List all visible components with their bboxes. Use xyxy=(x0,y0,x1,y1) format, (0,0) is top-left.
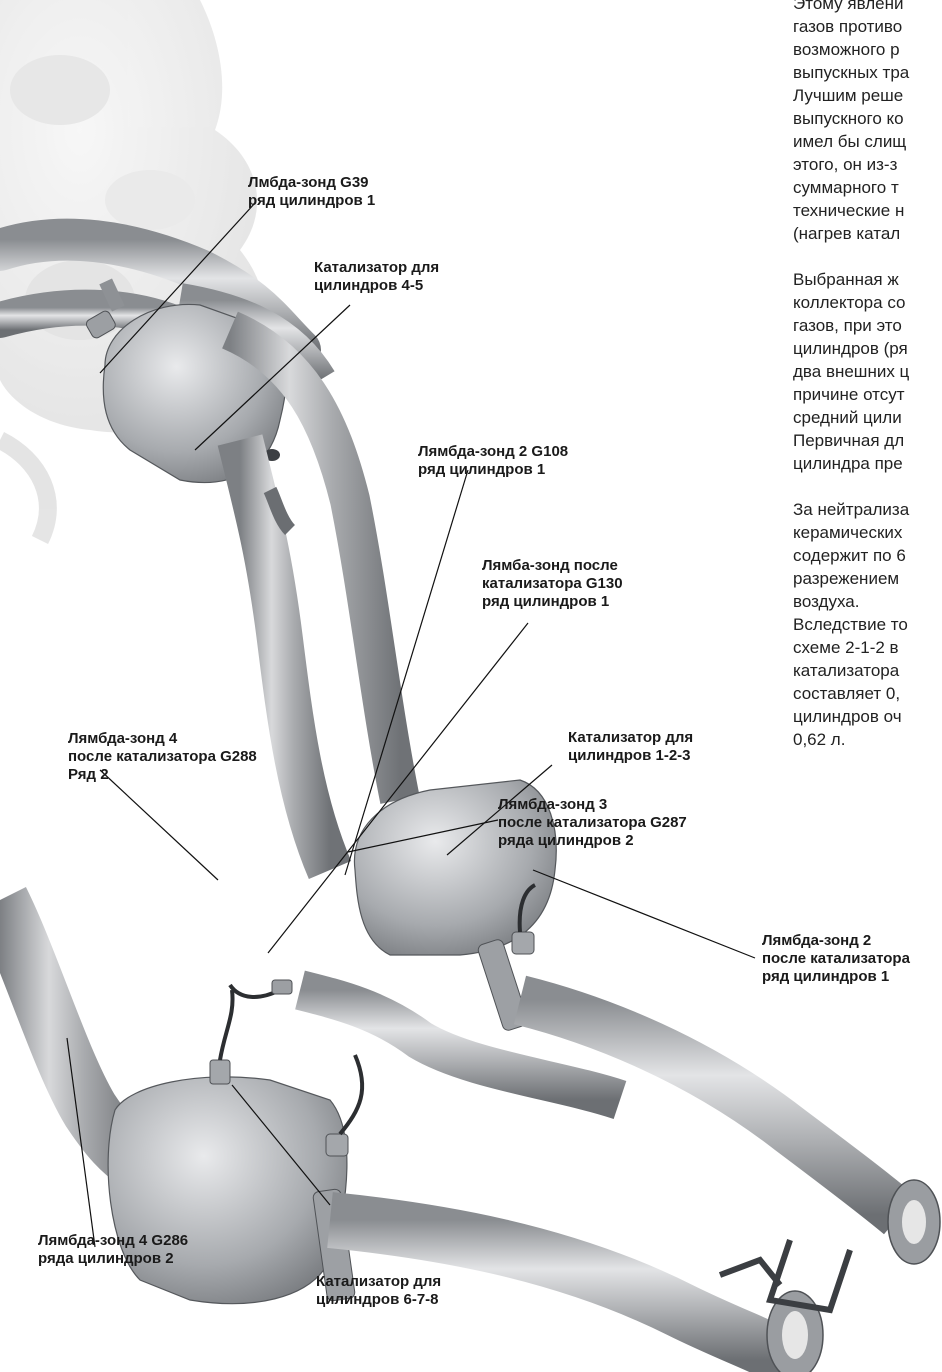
label-line: ряд цилиндров 1 xyxy=(482,593,623,611)
text-line: суммарного т xyxy=(793,176,942,199)
body-text-column: Этому явлени газов противо возможного р … xyxy=(793,0,942,774)
label-line: Лямбда-зонд 2 G108 xyxy=(418,443,568,461)
label-line: Катализатор для xyxy=(568,729,693,747)
body-paragraph: За нейтрализа керамических содержит по 6… xyxy=(793,498,942,751)
text-line: воздуха. xyxy=(793,590,942,613)
leader-g2-after xyxy=(533,870,755,958)
label-lambda-g39: Лмбда-зонд G39 ряд цилиндров 1 xyxy=(248,174,375,210)
text-line: керамических xyxy=(793,521,942,544)
text-line: этого, он из-з xyxy=(793,153,942,176)
text-line: причине отсут xyxy=(793,383,942,406)
label-lambda-g288: Лямбда-зонд 4 после катализатора G288 Ря… xyxy=(68,730,257,784)
label-line: Лямбда-зонд 2 xyxy=(762,932,910,950)
label-line: цилиндров 1-2-3 xyxy=(568,747,693,765)
text-line: составляет 0, xyxy=(793,682,942,705)
text-line: имел бы слищ xyxy=(793,130,942,153)
text-line: коллектора со xyxy=(793,291,942,314)
label-line: катализатора G130 xyxy=(482,575,623,593)
label-line: ряд цилиндров 1 xyxy=(762,968,910,986)
text-line: схеме 2-1-2 в xyxy=(793,636,942,659)
body-paragraph: Выбранная ж коллектора со газов, при это… xyxy=(793,268,942,475)
text-line: газов противо xyxy=(793,15,942,38)
label-line: Лмбда-зонд G39 xyxy=(248,174,375,192)
label-line: ряда цилиндров 2 xyxy=(498,832,687,850)
text-line: возможного р xyxy=(793,38,942,61)
text-line: выпускных тра xyxy=(793,61,942,84)
text-line: Выбранная ж xyxy=(793,268,942,291)
leader-g288 xyxy=(100,770,218,880)
text-line: средний цили xyxy=(793,406,942,429)
label-line: Лямба-зонд после xyxy=(482,557,623,575)
text-line: цилиндров (ря xyxy=(793,337,942,360)
text-line: За нейтрализа xyxy=(793,498,942,521)
label-catalyst-1-2-3: Катализатор для цилиндров 1-2-3 xyxy=(568,729,693,765)
text-line: технические н xyxy=(793,199,942,222)
label-line: Лямбда-зонд 3 xyxy=(498,796,687,814)
text-line: (нагрев катал xyxy=(793,222,942,245)
text-line: Этому явлени xyxy=(793,0,942,15)
text-line: цилиндров оч xyxy=(793,705,942,728)
text-line: выпускного ко xyxy=(793,107,942,130)
label-line: Лямбда-зонд 4 xyxy=(68,730,257,748)
label-catalyst-4-5: Катализатор для цилиндров 4-5 xyxy=(314,259,439,295)
label-line: ряда цилиндров 2 xyxy=(38,1250,188,1268)
label-line: ряд цилиндров 1 xyxy=(418,461,568,479)
label-lambda-g287: Лямбда-зонд 3 после катализатора G287 ря… xyxy=(498,796,687,850)
label-line: цилиндров 6-7-8 xyxy=(316,1291,441,1309)
label-line: после катализатора G287 xyxy=(498,814,687,832)
label-line: Лямбда-зонд 4 G286 xyxy=(38,1232,188,1250)
label-line: Катализатор для xyxy=(314,259,439,277)
lambda-sensor-g130 xyxy=(230,980,292,997)
text-line: Первичная дл xyxy=(793,429,942,452)
text-line: цилиндра пре xyxy=(793,452,942,475)
label-line: после катализатора G288 xyxy=(68,748,257,766)
label-line: ряд цилиндров 1 xyxy=(248,192,375,210)
text-line: Лучшим реше xyxy=(793,84,942,107)
mounting-brackets xyxy=(720,1240,850,1310)
label-lambda-g130: Лямба-зонд после катализатора G130 ряд ц… xyxy=(482,557,623,611)
text-line: разрежением xyxy=(793,567,942,590)
label-lambda-g286: Лямбда-зонд 4 G286 ряда цилиндров 2 xyxy=(38,1232,188,1268)
text-line: катализатора xyxy=(793,659,942,682)
body-paragraph: Этому явлени газов противо возможного р … xyxy=(793,0,942,245)
label-line: после катализатора xyxy=(762,950,910,968)
text-line: 0,62 л. xyxy=(793,728,942,751)
label-line: цилиндров 4-5 xyxy=(314,277,439,295)
text-line: содержит по 6 xyxy=(793,544,942,567)
text-line: газов, при это xyxy=(793,314,942,337)
label-lambda-2-after-cat: Лямбда-зонд 2 после катализатора ряд цил… xyxy=(762,932,910,986)
label-line: Ряд 2 xyxy=(68,766,257,784)
label-lambda-g108: Лямбда-зонд 2 G108 ряд цилиндров 1 xyxy=(418,443,568,479)
label-line: Катализатор для xyxy=(316,1273,441,1291)
lambda-sensor-g288 xyxy=(210,990,233,1084)
text-line: два внешних ц xyxy=(793,360,942,383)
label-catalyst-6-7-8: Катализатор для цилиндров 6-7-8 xyxy=(316,1273,441,1309)
catalyst-cylinders-6-7-8 xyxy=(108,1077,347,1304)
text-line: Вследствие то xyxy=(793,613,942,636)
